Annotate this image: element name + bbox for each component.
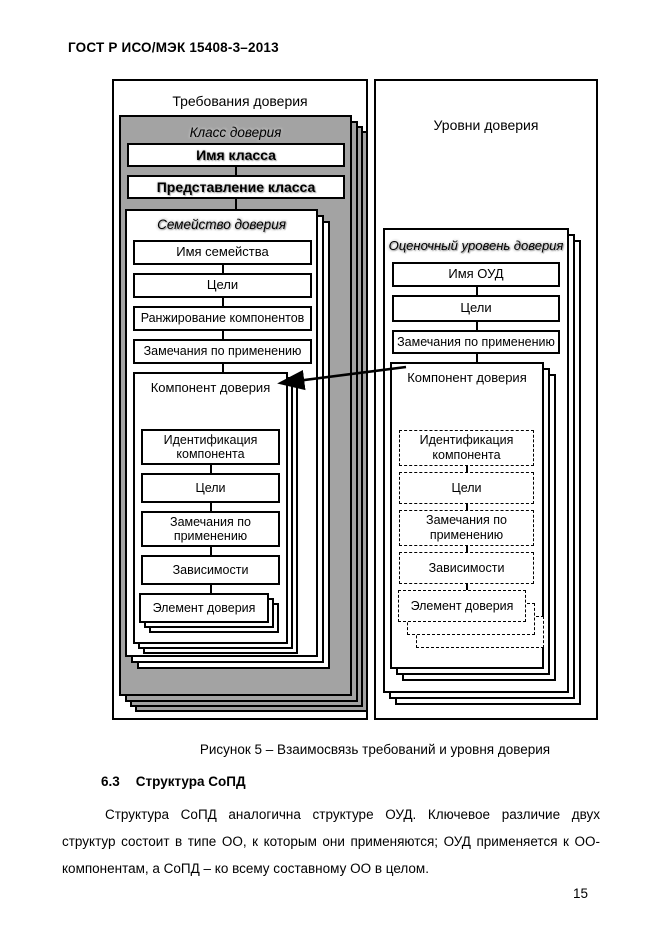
- connector-line: [210, 585, 212, 593]
- dashed-connector-line: [466, 504, 468, 510]
- section-number: 6.3: [101, 774, 120, 789]
- class-box-title: Класс доверия: [189, 125, 282, 140]
- connector-line: [210, 465, 212, 473]
- section-heading: 6.3 Структура СоПД: [101, 774, 246, 789]
- family-box-title: Семейство доверия: [157, 217, 286, 232]
- figure-caption: Рисунок 5 – Взаимосвязь требований и уро…: [199, 742, 551, 757]
- connector-line: [210, 503, 212, 511]
- component-identification-box: Идентификация компонента: [141, 429, 280, 465]
- family-name-box: Имя семейства: [133, 240, 312, 265]
- body-paragraph: Структура СоПД аналогична структуре ОУД.…: [62, 807, 600, 876]
- component-objectives-box-dashed: Цели: [399, 472, 534, 504]
- eal-box-title: Оценочный уровень доверия: [388, 238, 564, 253]
- connector-line: [210, 547, 212, 555]
- connector-line: [235, 167, 237, 175]
- component-identification-box-dashed: Идентификация компонента: [399, 430, 534, 466]
- connector-line: [222, 265, 224, 273]
- class-name-box: Имя класса: [127, 143, 345, 167]
- connector-line: [222, 298, 224, 306]
- assurance-component-box-right: Компонент доверия Идентификация компонен…: [390, 362, 544, 669]
- component-dependencies-box-dashed: Зависимости: [399, 552, 534, 584]
- evaluation-assurance-level-box: Оценочный уровень доверия Имя ОУД Цели З…: [383, 228, 569, 693]
- right-panel-title: Уровни доверия: [433, 117, 539, 133]
- document-header: ГОСТ Р ИСО/МЭК 15408-3–2013: [68, 40, 279, 55]
- connector-line: [222, 364, 224, 372]
- dashed-connector-line: [466, 546, 468, 552]
- connector-line: [476, 354, 478, 362]
- component-application-notes-box-dashed: Замечания по применению: [399, 510, 534, 546]
- assurance-family-box: Семейство доверия Имя семейства Цели Ран…: [125, 209, 318, 657]
- component-box-title: Компонент доверия: [150, 380, 271, 395]
- eal-name-box: Имя ОУД: [392, 262, 560, 287]
- component-box-title: Компонент доверия: [407, 370, 527, 385]
- component-application-notes-box: Замечания по применению: [141, 511, 280, 547]
- component-objectives-box: Цели: [141, 473, 280, 503]
- section-title: Структура СоПД: [135, 774, 246, 789]
- connector-line: [222, 331, 224, 339]
- eal-objectives-box: Цели: [392, 295, 560, 322]
- dashed-connector-line: [466, 584, 468, 590]
- assurance-class-box: Класс доверия Имя класса Представление к…: [119, 115, 352, 696]
- class-presentation-box: Представление класса: [127, 175, 345, 199]
- dashed-connector-line: [466, 466, 468, 472]
- component-levelling-box: Ранжирование компонентов: [133, 306, 312, 331]
- family-objectives-box: Цели: [133, 273, 312, 298]
- component-dependencies-box: Зависимости: [141, 555, 280, 585]
- page-number: 15: [572, 886, 588, 901]
- application-notes-box: Замечания по применению: [133, 339, 312, 364]
- connector-line: [235, 199, 237, 209]
- connector-line: [476, 322, 478, 330]
- eal-application-notes-box: Замечания по применению: [392, 330, 560, 354]
- connector-line: [476, 287, 478, 295]
- assurance-levels-panel: Уровни доверия Оценочный уровень доверия…: [374, 79, 598, 720]
- assurance-component-box-left: Компонент доверия Идентификация компонен…: [133, 372, 288, 644]
- assurance-requirements-panel: Требования доверия Класс доверия Имя кла…: [112, 79, 368, 720]
- assurance-element-box-right: Элемент доверия: [398, 590, 544, 648]
- left-panel-title: Требования доверия: [172, 93, 308, 109]
- assurance-element-box-left: Элемент доверия: [139, 593, 269, 623]
